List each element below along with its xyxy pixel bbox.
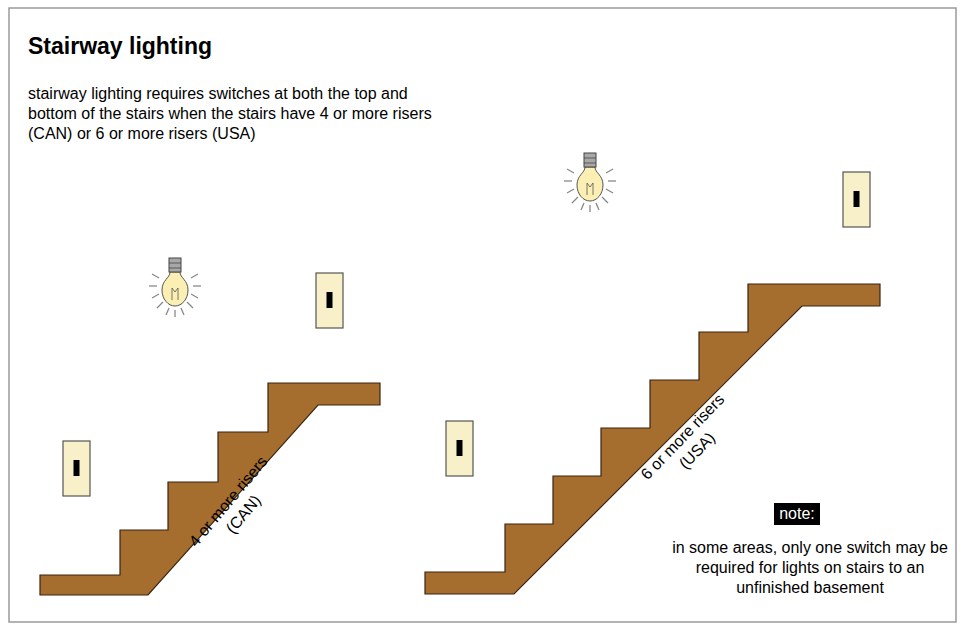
- light-bulb: [149, 258, 201, 317]
- wall-switch: [446, 421, 473, 476]
- note-text: in some areas, only one switch may be re…: [660, 538, 960, 598]
- note-band: note:: [774, 503, 820, 525]
- note-heading: note:: [779, 504, 815, 524]
- wall-switch: [63, 441, 90, 496]
- stairs-can: [40, 383, 380, 595]
- wall-switch: [843, 172, 870, 227]
- wall-switch: [316, 273, 343, 328]
- diagram-title: Stairway lighting: [28, 32, 212, 60]
- body-text: stairway lighting requires switches at b…: [28, 84, 438, 144]
- light-bulb: [564, 153, 616, 212]
